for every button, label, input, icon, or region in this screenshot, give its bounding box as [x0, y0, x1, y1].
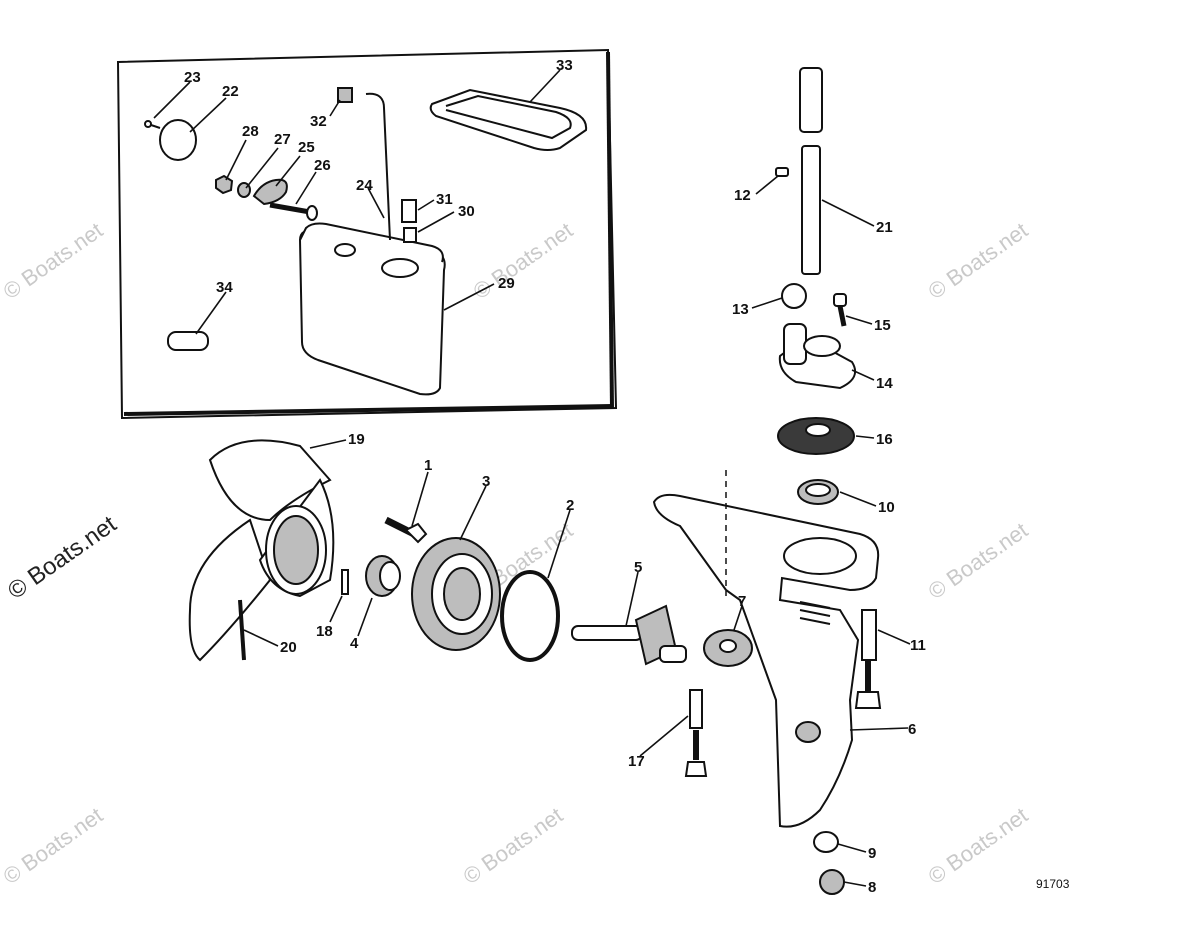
part-19-propeller	[188, 439, 335, 662]
part-20-pin	[238, 599, 246, 661]
part-17-screw	[684, 689, 708, 777]
part-14-pump-housing	[778, 323, 856, 390]
part-9-washer	[813, 831, 839, 853]
part-31-bushing	[401, 199, 417, 223]
callout-31: 31	[436, 191, 453, 208]
part-30-bushing	[403, 227, 417, 243]
part-1-bolt	[384, 516, 428, 544]
callout-18: 18	[316, 623, 333, 640]
part-2-o-ring	[500, 570, 560, 662]
callout-10: 10	[878, 499, 895, 516]
watermark-text: © Boats.net	[924, 802, 1033, 889]
part-28-nut	[215, 174, 234, 195]
callout-16: 16	[876, 431, 893, 448]
callout-11: 11	[910, 637, 926, 654]
watermark-text: © Boats.net	[924, 217, 1033, 304]
callout-26: 26	[314, 157, 331, 174]
callout-29: 29	[498, 275, 515, 292]
part-16-impeller	[777, 417, 855, 455]
callout-14: 14	[876, 375, 893, 392]
callout-4: 4	[350, 635, 359, 652]
callout-2: 2	[566, 497, 574, 514]
part-7-gear	[703, 629, 753, 667]
callout-20: 20	[280, 639, 297, 656]
part-6-gearcase	[652, 470, 880, 828]
part-15-screw	[833, 293, 847, 327]
part-3-bearing-housing	[411, 537, 501, 651]
part-34-pad	[167, 331, 209, 351]
part-33-gasket	[429, 88, 588, 151]
callout-33: 33	[556, 57, 573, 74]
part-8-plug	[819, 869, 845, 895]
callout-23: 23	[184, 69, 201, 86]
watermark-text: © Boats.net	[469, 217, 578, 304]
watermark-text: © Boats.net	[0, 802, 107, 889]
callout-8: 8	[868, 879, 876, 896]
inset-frame	[116, 48, 618, 420]
figure-number: 91703	[1036, 877, 1070, 891]
callout-32: 32	[310, 113, 327, 130]
callout-labels: 1 2 3 4 5 6 7 8 9 10 11 12 13 14 15 16 1…	[184, 57, 926, 896]
part-21-driveshaft	[799, 67, 823, 275]
callout-7: 7	[738, 593, 746, 610]
part-22-plate	[159, 119, 197, 161]
callout-15: 15	[874, 317, 891, 334]
part-13-bushing	[781, 283, 807, 309]
part-29-cover	[298, 222, 446, 396]
callout-1: 1	[424, 457, 432, 474]
part-26-bolt	[269, 202, 318, 221]
callout-3: 3	[482, 473, 490, 490]
callout-22: 22	[222, 83, 239, 100]
part-23-screw	[144, 120, 161, 129]
callout-27: 27	[274, 131, 291, 148]
callout-19: 19	[348, 431, 365, 448]
callout-28: 28	[242, 123, 259, 140]
callout-9: 9	[868, 845, 876, 862]
callout-5: 5	[634, 559, 642, 576]
watermark-text: © Boats.net	[0, 217, 107, 304]
callout-34: 34	[216, 279, 233, 296]
callout-13: 13	[732, 301, 749, 318]
part-24-rod	[365, 92, 391, 241]
part-4-spacer	[365, 555, 401, 597]
callout-12: 12	[734, 187, 751, 204]
leader-lines	[153, 69, 911, 887]
watermark-text: © Boats.net	[3, 510, 122, 604]
callout-24: 24	[356, 177, 373, 194]
part-12-key	[775, 167, 789, 177]
watermark-text: © Boats.net	[924, 517, 1033, 604]
callout-17: 17	[628, 753, 645, 770]
part-10-seal	[797, 479, 839, 505]
part-18-pin	[341, 569, 349, 595]
watermark-text: © Boats.net	[459, 802, 568, 889]
part-25-link	[252, 178, 288, 206]
part-32-clip	[337, 87, 353, 103]
callout-6: 6	[908, 721, 916, 738]
callout-30: 30	[458, 203, 475, 220]
part-11-screw	[854, 609, 882, 709]
part-5-shaft-gear	[571, 604, 687, 666]
callout-25: 25	[298, 139, 315, 156]
callout-21: 21	[876, 219, 893, 236]
